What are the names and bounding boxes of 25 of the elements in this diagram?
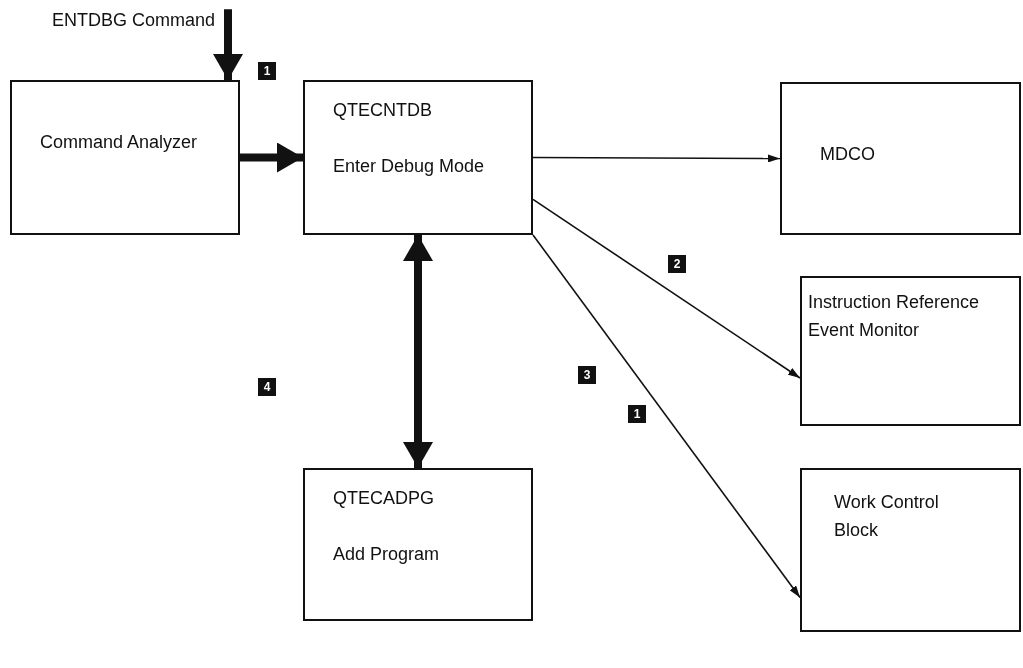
arrow — [532, 154, 781, 163]
module-name: QTECNTDB — [333, 99, 433, 122]
process-box — [303, 80, 533, 235]
arrow — [532, 234, 801, 599]
process-box — [800, 468, 1021, 632]
box-label: MDCO — [820, 143, 876, 166]
arrow — [240, 142, 303, 173]
box-label: Instruction Reference Event Monitor — [808, 291, 981, 342]
callout-number: 3 — [578, 366, 596, 384]
module-name: QTECADPG — [333, 487, 435, 510]
callout-number: 4 — [258, 378, 276, 396]
box-label: Command Analyzer — [40, 131, 199, 154]
callout-number: 2 — [668, 255, 686, 273]
arrow — [532, 198, 801, 379]
process-box — [800, 276, 1021, 426]
callout-number: 1 — [258, 62, 276, 80]
input-label: ENTDBG Command — [52, 9, 217, 32]
callout-number: 1 — [628, 405, 646, 423]
process-box — [303, 468, 533, 621]
box-label: Enter Debug Mode — [333, 155, 486, 178]
box-label: Work Control Block — [834, 491, 940, 542]
arrow — [403, 235, 433, 468]
box-label: Add Program — [333, 543, 441, 566]
process-box — [10, 80, 240, 235]
process-box — [780, 82, 1021, 235]
